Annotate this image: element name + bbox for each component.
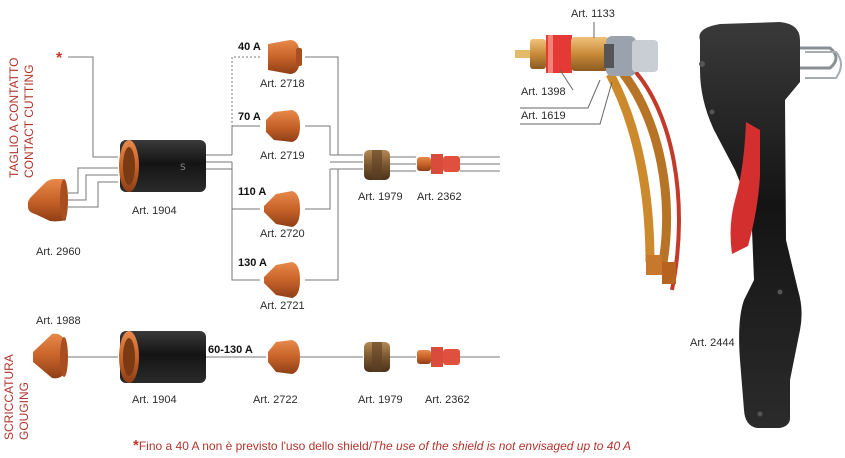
part-label-2444: Art. 2444 [690, 337, 735, 349]
part-label-1979-top: Art. 1979 [358, 191, 403, 203]
part-label-1904-bottom: Art. 1904 [132, 394, 177, 406]
part-label-2721: Art. 2721 [260, 300, 305, 312]
torch-head-1133 [515, 35, 681, 291]
footnote-italian: Fino a 40 A non è previsto l'uso dello s… [138, 439, 369, 453]
part-label-1988: Art. 1988 [36, 315, 81, 327]
leader-lines [520, 22, 613, 125]
electrode-2362-top [417, 154, 460, 174]
swirl-ring-1979-top [364, 150, 390, 180]
section-title-gouging-en: GOUGING [17, 381, 31, 440]
shield-cup-2960 [27, 179, 68, 222]
nozzle-2722 [268, 340, 300, 374]
part-label-1133: Art. 1133 [571, 8, 615, 20]
nozzle-2719 [266, 110, 300, 142]
electrode-2362-bottom [417, 347, 460, 367]
part-label-2960: Art. 2960 [36, 246, 81, 258]
retaining-cup-1904-top: S [119, 140, 206, 192]
part-label-2719: Art. 2719 [260, 150, 305, 162]
section-title-contact-cutting-it: TAGLIO A CONTATTO [7, 57, 21, 178]
gouging-shield-1988 [33, 333, 68, 379]
footnote: *Fino a 40 A non è previsto l'uso dello … [133, 437, 631, 454]
amperage-label-110: 110 A [238, 186, 267, 198]
asterisk-marker: * [56, 50, 63, 67]
nozzle-2721 [264, 262, 300, 298]
part-label-2362-bottom: Art. 2362 [425, 394, 470, 406]
part-label-2718: Art. 2718 [260, 78, 305, 90]
amperage-label-130: 130 A [238, 257, 267, 269]
part-label-2722: Art. 2722 [253, 394, 298, 406]
nozzle-2720 [264, 191, 300, 227]
footnote-english: The use of the shield is not envisaged u… [371, 439, 632, 453]
amperage-label-70: 70 A [238, 111, 261, 123]
retaining-cup-1904-bottom [119, 331, 206, 383]
amperage-label-60-130: 60-130 A [208, 344, 253, 356]
torch-handle-2444 [699, 22, 842, 428]
part-label-1398: Art. 1398 [521, 86, 566, 98]
connector-lines-contact [68, 56, 500, 281]
part-label-2362-top: Art. 2362 [417, 191, 462, 203]
part-label-2720: Art. 2720 [260, 228, 305, 240]
footnote-asterisk: * [133, 437, 139, 454]
part-label-1979-bottom: Art. 1979 [358, 394, 403, 406]
svg-text:S: S [180, 163, 186, 173]
swirl-ring-1979-bottom [364, 342, 390, 372]
footnote-separator: / [368, 439, 372, 453]
section-title-gouging-it: SCRICCATURA [2, 354, 16, 440]
section-title-contact-cutting-en: CONTACT CUTTING [22, 64, 36, 178]
nozzle-2718 [268, 40, 302, 74]
part-label-1619: Art. 1619 [521, 110, 566, 122]
amperage-label-40: 40 A [238, 41, 261, 53]
part-label-1904-top: Art. 1904 [132, 205, 177, 217]
